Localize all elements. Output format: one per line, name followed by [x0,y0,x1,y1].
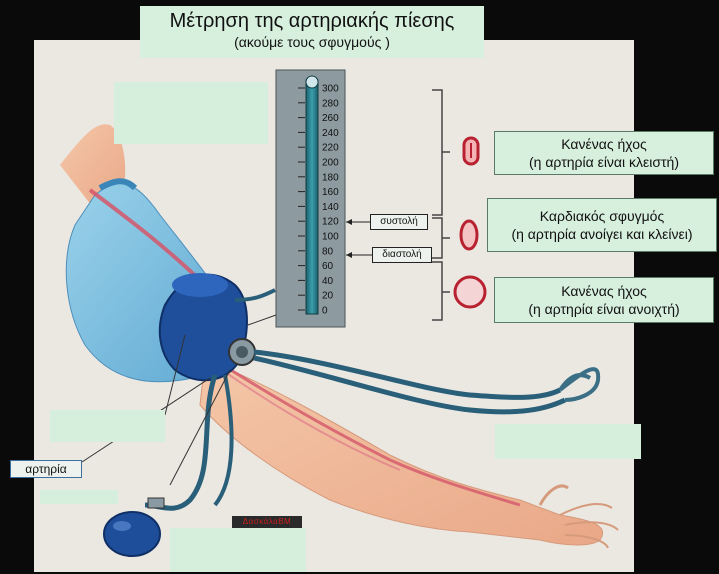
scale-label: 60 [322,261,334,272]
info-open-artery: Κανένας ήχος (η αρτηρία είναι ανοιχτή) [494,277,714,323]
scale-label: 300 [322,84,339,95]
info-closed-line1: Κανένας ήχος [495,135,713,153]
scale-label: 220 [322,143,339,154]
mercury-column [306,80,318,314]
scale-label: 260 [322,113,339,124]
scale-label: 180 [322,172,339,183]
info-open-line2: (η αρτηρία είναι ανοιχτή) [495,300,713,318]
scale-label: 120 [322,217,339,228]
bulb [104,512,160,556]
scale-label: 100 [322,232,339,243]
diastolic-label: διαστολή [372,247,432,263]
title-box: Μέτρηση της αρτηριακής πίεσης (ακούμε το… [140,6,484,58]
page-title: Μέτρηση της αρτηριακής πίεσης [140,9,484,33]
info-closed-line2: (η αρτηρία είναι κλειστή) [495,153,713,171]
watermark: ΔασκάλαΒΜ [232,516,302,528]
artery-label: αρτηρία [10,460,82,478]
scale-label: 20 [322,291,334,302]
scale-label: 40 [322,276,334,287]
scale-label: 140 [322,202,339,213]
scale-label: 0 [322,306,328,317]
scale-label: 200 [322,158,339,169]
info-pulse-line1: Καρδιακός σφυγμός [488,207,716,225]
blank-label-manometer [114,82,268,144]
blank-label-bulb [170,528,306,572]
half-open-artery-icon [461,221,477,249]
scale-label: 240 [322,128,339,139]
blank-label-stethoscope [495,424,641,459]
page-subtitle: (ακούμε τους σφυγμούς ) [140,33,484,51]
blank-label-cuff [50,410,165,442]
scale-label: 80 [322,246,334,257]
scale-label: 160 [322,187,339,198]
open-artery-icon [455,277,485,307]
info-closed-artery: Κανένας ήχος (η αρτηρία είναι κλειστή) [494,131,714,175]
cuff-top [172,273,228,297]
info-pulse-artery: Καρδιακός σφυγμός (η αρτηρία ανοίγει και… [487,198,717,252]
info-pulse-line2: (η αρτηρία ανοίγει και κλείνει) [488,225,716,243]
blank-label-valve [40,490,118,504]
bulb-valve [148,498,164,508]
info-open-line1: Κανένας ήχος [495,282,713,300]
systolic-label: συστολή [370,214,428,230]
scale-label: 280 [322,98,339,109]
